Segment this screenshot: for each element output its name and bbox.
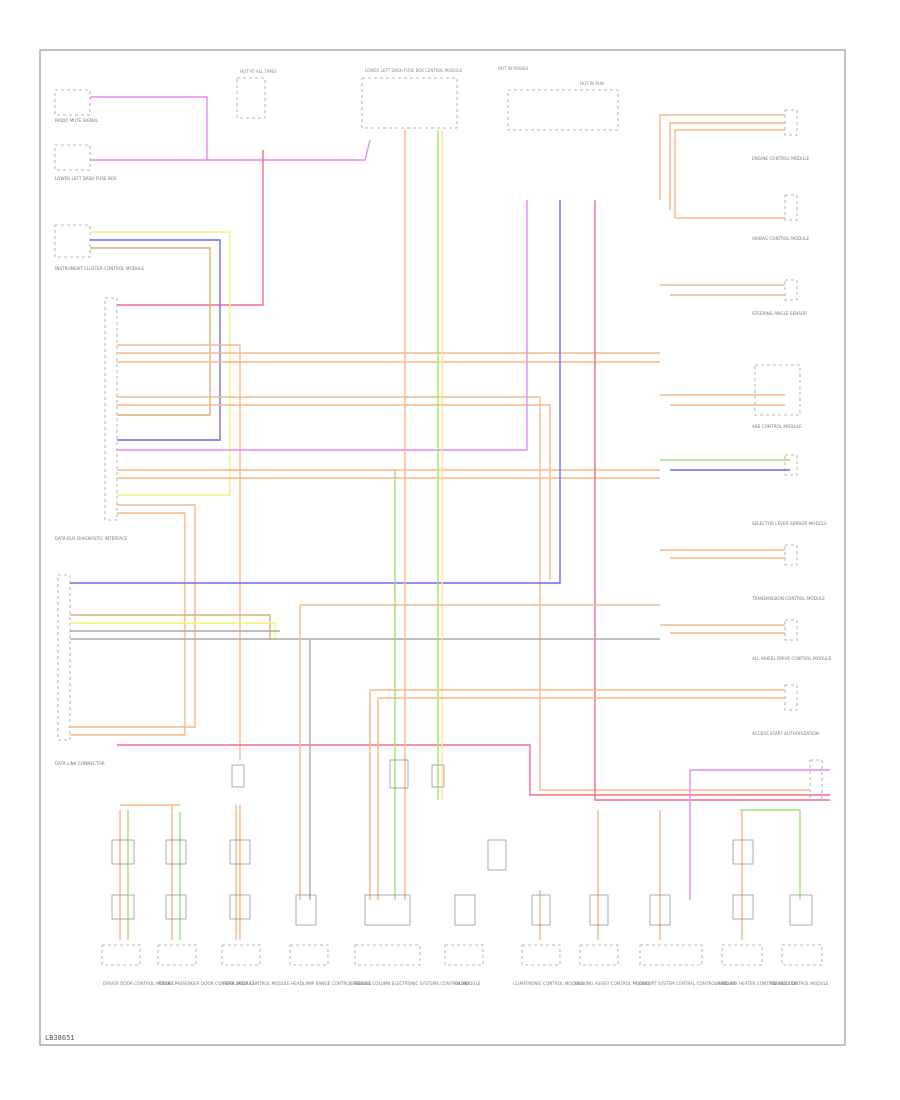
conn-b1 <box>111 839 135 920</box>
conn-b3 <box>229 764 251 920</box>
wire-ecm-2 <box>669 122 785 210</box>
label-bottom-1: DRIVER DOOR CONTROL MODULE <box>103 981 174 986</box>
label-engine-control: ENGINE CONTROL MODULE <box>752 156 810 161</box>
wire-dlc-2 <box>70 622 276 640</box>
wire-magenta-power <box>117 200 528 451</box>
conn-b2 <box>165 839 187 920</box>
conn-b6 <box>454 894 476 926</box>
comp-bottom-9 <box>639 944 703 966</box>
label-hot-in-power: HOT IN POWER <box>498 66 528 71</box>
right-components: ENGINE CONTROL MODULE AIRBAG CONTROL MOD… <box>751 109 832 801</box>
label-radio-mute: RADIO MUTE SIGNAL <box>55 118 99 123</box>
conn-b11 <box>789 894 813 926</box>
comp-bottom-7 <box>521 944 561 966</box>
conn-b7 <box>531 894 551 926</box>
left-components: RADIO MUTE SIGNAL LOWER LEFT DASH FUSE B… <box>54 89 144 766</box>
label-bottom-7: CLIMATRONIC CONTROL MODULE <box>513 981 583 986</box>
comp-right-bottom-connector <box>809 759 823 801</box>
comp-bottom-3 <box>221 944 261 966</box>
label-bottom-8: PARKING ASSIST CONTROL MODULE <box>575 981 651 986</box>
comp-lower-left-dash <box>54 144 91 171</box>
label-data-link: DATA LINK CONNECTOR <box>55 761 105 766</box>
label-bottom-2: FRONT PASSENGER DOOR CONTROL MODULE <box>159 981 255 986</box>
wire-yellow-cluster <box>90 231 231 496</box>
comp-transmission <box>784 544 798 566</box>
wire-orange-4 <box>117 404 551 580</box>
wire-red-run <box>594 200 830 801</box>
label-bottom-5: STEERING COLUMN ELECTRONIC SYSTEMS CONTR… <box>350 981 481 986</box>
comp-bottom-8 <box>579 944 619 966</box>
wire-pink-dash <box>90 139 371 161</box>
label-hot-in-run: HOT IN RUN <box>580 81 604 86</box>
label-airbag-control: AIRBAG CONTROL MODULE <box>752 236 810 241</box>
wire-brown-cluster <box>90 247 211 416</box>
conn-b8 <box>589 894 609 926</box>
comp-access-start <box>784 684 798 711</box>
label-bottom-10: AUXILIARY HEATER CONTROL MODULE <box>716 981 797 986</box>
label-bottom-11: TRAILER CONTROL MODULE <box>769 981 829 986</box>
wire-orange-9 <box>117 344 241 760</box>
label-lower-left-fuse-box: LOWER LEFT DASH FUSE BOX CENTRAL MODULE <box>365 68 463 73</box>
wire-red-cluster <box>117 150 264 306</box>
label-steering-angle: STEERING ANGLE SENSOR <box>752 311 807 316</box>
comp-bottom-11 <box>781 944 823 966</box>
fuse-box-right <box>507 89 619 131</box>
wire-orange-7 <box>70 504 196 728</box>
diagram-frame <box>39 49 846 1046</box>
bottom-components: DRIVER DOOR CONTROL MODULE FRONT PASSENG… <box>101 944 829 986</box>
conn-b6-top <box>487 839 507 871</box>
label-selector-lever: SELECTOR LEVER SENSOR MODULE <box>752 521 827 526</box>
wire-orange-3 <box>117 396 810 791</box>
label-all-wheel-drive: ALL WHEEL DRIVE CONTROL MODULE <box>752 656 832 661</box>
conn-b5 <box>364 759 445 926</box>
comp-bottom-6 <box>444 944 484 966</box>
bottom-connectors <box>111 759 813 926</box>
conn-b4 <box>295 894 317 926</box>
wire-red-cluster-2 <box>117 744 830 796</box>
comp-airbag-control <box>784 194 798 221</box>
label-abs-control: ABS CONTROL MODULE <box>752 424 802 429</box>
comp-bottom-5 <box>354 944 421 966</box>
comp-bottom-2 <box>157 944 197 966</box>
comp-bottom-4 <box>289 944 329 966</box>
label-bottom-3: REAR DOOR CONTROL MODULE <box>223 981 290 986</box>
comp-bottom-1 <box>101 944 141 966</box>
fuse-box-lower-left <box>361 77 458 129</box>
label-instrument-cluster: INSTRUMENT CLUSTER CONTROL MODULE <box>55 266 144 271</box>
wire-blue-cluster <box>90 239 221 441</box>
label-lower-left-dash: LOWER LEFT DASH FUSE BOX <box>55 176 117 181</box>
label-bottom-6: RADIO <box>455 981 469 986</box>
comp-engine-control <box>784 109 798 136</box>
comp-instrument-cluster <box>54 224 91 258</box>
wire-orange-8 <box>70 512 186 736</box>
top-power-group: HOT AT ALL TIMES LOWER LEFT DASH FUSE BO… <box>236 66 619 131</box>
wire-blue-long <box>70 200 561 584</box>
label-hot-at-all-times: HOT AT ALL TIMES <box>240 69 277 74</box>
comp-data-bus-diag-pins <box>104 297 118 521</box>
label-bottom-4: HEADLAMP RANGE CONTROL MODULE <box>291 981 372 986</box>
fuse-block-left <box>236 77 266 119</box>
comp-abs-control <box>754 364 801 416</box>
conn-b9 <box>649 894 671 926</box>
wire-ecm-3 <box>674 129 785 219</box>
label-access-start: ACCESS START AUTHORIZATION <box>752 731 819 736</box>
label-data-bus-diag: DATA BUS DIAGNOSTIC INTERFACE <box>55 536 128 541</box>
comp-selector-lever <box>784 454 798 476</box>
comp-radio-mute <box>54 89 91 116</box>
comp-steering-angle <box>784 279 798 301</box>
comp-data-link-pins <box>57 574 71 741</box>
label-transmission: TRANSMISSION CONTROL MODULE <box>751 596 825 601</box>
wire-br-2 <box>740 809 801 900</box>
label-bottom-9: COMFORT SYSTEM CENTRAL CONTROL MODULE <box>636 981 737 986</box>
wire-ecm-1 <box>659 114 785 200</box>
wires <box>70 96 830 940</box>
conn-b10 <box>732 839 754 920</box>
wire-pink-radio <box>90 96 208 160</box>
comp-all-wheel-drive <box>784 619 798 641</box>
diagram-code: LB38651 <box>45 1034 75 1042</box>
comp-bottom-10 <box>721 944 763 966</box>
